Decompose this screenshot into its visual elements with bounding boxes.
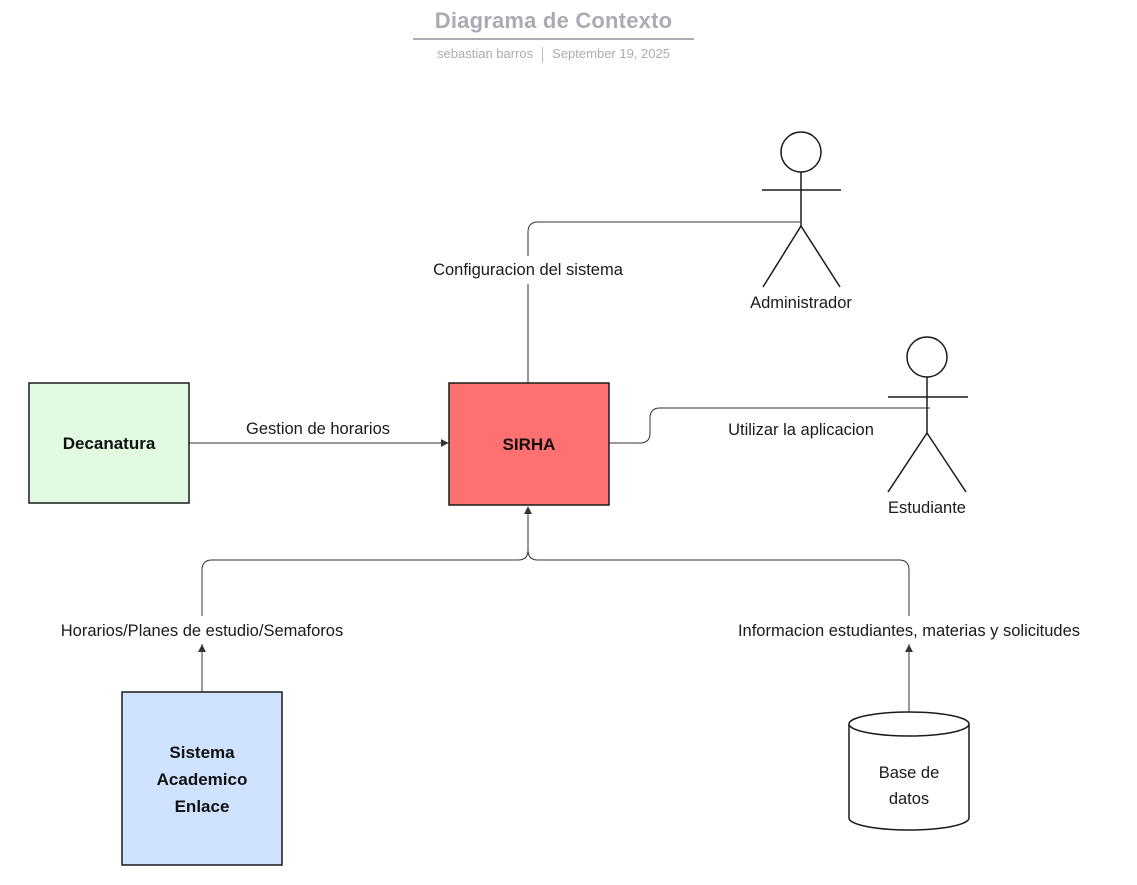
sistema-academico-line-1: Sistema	[169, 743, 235, 762]
decanatura-label: Decanatura	[63, 434, 156, 453]
edge-label-bg-configuracion	[410, 256, 650, 284]
estudiante-actor-icon	[887, 336, 968, 493]
edge-utilizar	[609, 407, 930, 444]
edge-label-gestion: Gestion de horarios	[246, 420, 390, 438]
sistema-academico-line-3: Enlace	[175, 797, 230, 816]
meta-separator	[542, 46, 544, 63]
administrador-actor-icon	[762, 131, 841, 288]
diagram-date: September 19, 2025	[552, 46, 670, 61]
edge-label-utilizar: Utilizar la aplicacion	[728, 421, 874, 439]
database-line-1: Base de	[879, 764, 940, 782]
sistema-academico-node	[121, 691, 283, 866]
edge-label-horarios: Horarios/Planes de estudio/Semaforos	[61, 622, 343, 640]
sirha-node	[448, 382, 610, 506]
edge-label-bg-horarios	[30, 616, 375, 644]
edge-horarios	[201, 506, 532, 692]
edge-configuracion	[527, 221, 800, 383]
estudiante-label: Estudiante	[888, 499, 966, 517]
edge-label-informacion: Informacion estudiantes, materias y soli…	[738, 622, 1080, 640]
administrador-label: Administrador	[750, 294, 852, 312]
decanatura-node	[28, 382, 190, 504]
database-icon	[848, 711, 970, 831]
sistema-academico-line-2: Academico	[157, 770, 248, 789]
diagram-meta: sebastian barros September 19, 2025	[0, 46, 1107, 63]
edge-informacion	[527, 507, 910, 712]
diagram-header: Diagrama de Contexto sebastian barros Sep…	[0, 8, 1107, 63]
sirha-label: SIRHA	[503, 435, 556, 454]
edge-label-bg-informacion	[700, 616, 1120, 644]
database-line-2: datos	[889, 790, 929, 808]
edge-label-bg-utilizar	[705, 418, 895, 442]
author-name: sebastian barros	[437, 46, 534, 61]
edge-label-configuracion: Configuracion del sistema	[433, 261, 624, 279]
diagram-title: Diagrama de Contexto	[412, 8, 695, 40]
